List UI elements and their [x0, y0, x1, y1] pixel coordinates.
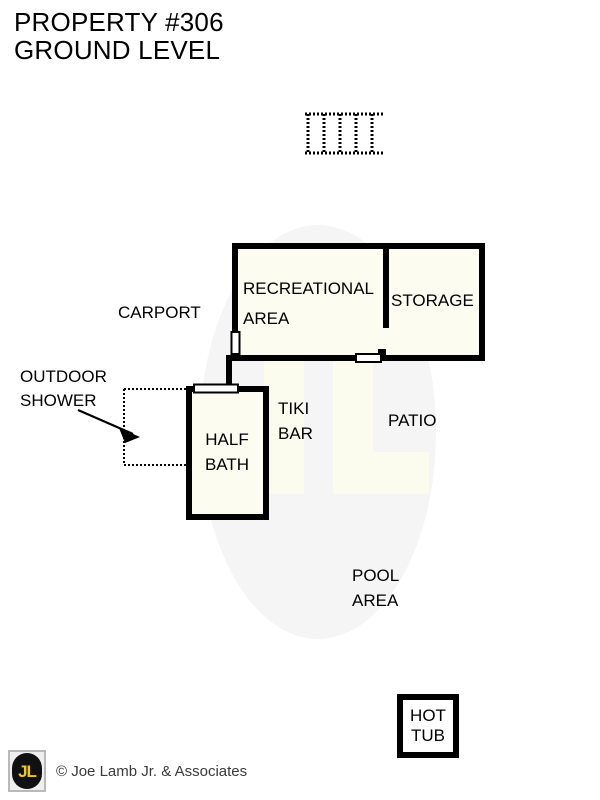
room-label-half-bath-line1: HALF — [205, 430, 248, 449]
hot-tub: HOT TUB — [397, 694, 459, 758]
logo-initials: JL — [18, 761, 37, 781]
hot-tub-label-line1: HOT — [410, 706, 446, 725]
area-label-outdoor-shower-line1: OUTDOOR — [20, 367, 107, 386]
area-label-pool-area-line2: AREA — [352, 591, 399, 610]
leader-line — [77, 408, 134, 436]
sliding-door-patio — [355, 353, 382, 363]
wall-half-bath-left — [186, 386, 192, 520]
room-label-half-bath-line2: BATH — [205, 455, 249, 474]
wall-partition-jamb — [378, 349, 386, 356]
outdoor-shower-leader-arrow — [77, 408, 140, 443]
page-title: PROPERTY #306 GROUND LEVEL — [14, 8, 224, 64]
upper-building-walls — [232, 243, 485, 361]
room-label-recreational-area-line2: AREA — [243, 309, 290, 328]
footer-credit-bar: JL © Joe Lamb Jr. & Associates — [8, 746, 247, 796]
leader-arrowhead — [119, 428, 140, 443]
area-label-tiki-bar-line1: TIKI — [278, 399, 309, 418]
wall-upper-bottom-left — [232, 355, 356, 361]
area-label-outdoor-shower-line2: SHOWER — [20, 391, 97, 410]
upper-building-openings — [230, 331, 382, 363]
title-line-level: GROUND LEVEL — [14, 35, 221, 66]
wall-half-bath-right — [263, 386, 269, 520]
door-half-bath — [193, 383, 239, 394]
area-label-pool-area-line1: POOL — [352, 566, 399, 585]
logo-oval: JL — [12, 753, 42, 789]
title-line-property: PROPERTY #306 — [14, 7, 224, 37]
wall-connector-vertical — [226, 355, 232, 392]
half-bath-fill — [186, 392, 269, 520]
room-label-recreational-area-line1: RECREATIONAL — [243, 279, 374, 298]
wall-half-bath-bottom — [186, 514, 269, 520]
company-logo: JL — [8, 750, 46, 792]
outdoor-shower-outline — [123, 388, 186, 466]
area-label-patio: PATIO — [388, 411, 437, 430]
copyright-text: © Joe Lamb Jr. & Associates — [56, 762, 248, 780]
half-bath-walls — [186, 386, 269, 520]
wall-upper-right — [479, 243, 485, 355]
stairs-deck-structure — [305, 112, 385, 155]
hot-tub-outline — [397, 694, 459, 758]
watermark-letter-l-foot — [333, 452, 429, 494]
building-floor-fills — [186, 243, 485, 520]
wall-upper-bottom-right — [381, 355, 485, 361]
wall-upper-left-top — [232, 243, 238, 333]
area-label-tiki-bar-line2: BAR — [278, 424, 313, 443]
wall-upper-top — [232, 243, 485, 249]
area-label-carport: CARPORT — [118, 303, 201, 322]
wall-recreation-storage-partition — [383, 243, 389, 328]
room-label-storage: STORAGE — [391, 291, 474, 310]
door-carport-to-recreation — [230, 331, 241, 355]
hot-tub-label-line2: TUB — [411, 726, 445, 745]
upper-building-fill — [232, 243, 485, 355]
